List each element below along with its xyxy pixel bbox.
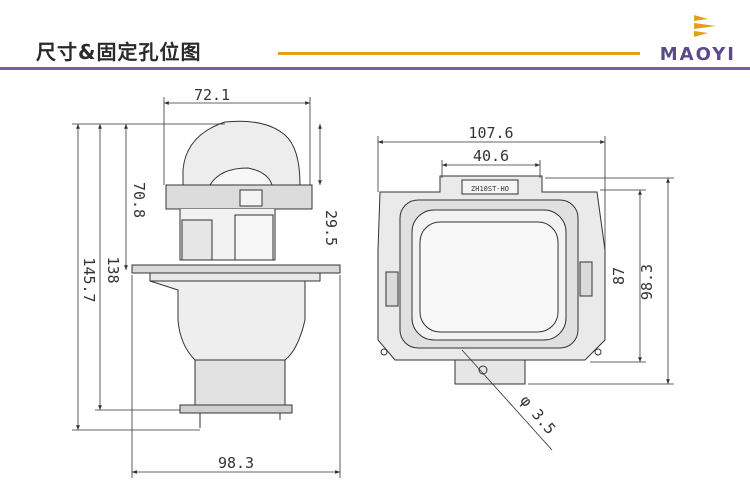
dim-145-7: 145.7: [80, 257, 98, 302]
dim-87: 87: [610, 267, 628, 285]
side-view: [131, 120, 341, 428]
brand-logo-icon: [694, 15, 716, 37]
dim-hole-diameter: φ 3.5: [516, 392, 559, 438]
header: 尺寸&固定孔位图 MAOYI: [0, 0, 750, 72]
side-dimensions: [72, 97, 341, 478]
brand-name: MAOYI: [659, 44, 736, 65]
dim-98-3-bottom: 98.3: [218, 454, 254, 472]
dim-29-5: 29.5: [322, 210, 340, 246]
gold-divider: [278, 52, 640, 55]
dim-70-8: 70.8: [130, 182, 148, 218]
header-divider: [0, 67, 750, 70]
dim-72-1: 72.1: [194, 86, 230, 104]
dim-98-3-front: 98.3: [638, 264, 656, 300]
page-title: 尺寸&固定孔位图: [36, 40, 202, 64]
dim-107-6: 107.6: [468, 124, 513, 142]
part-code-label: ZH10ST-HO: [471, 185, 509, 193]
dim-138: 138: [104, 256, 122, 283]
dim-40-6: 40.6: [473, 147, 509, 165]
front-dimensions: [377, 136, 674, 451]
front-view: [377, 175, 606, 385]
